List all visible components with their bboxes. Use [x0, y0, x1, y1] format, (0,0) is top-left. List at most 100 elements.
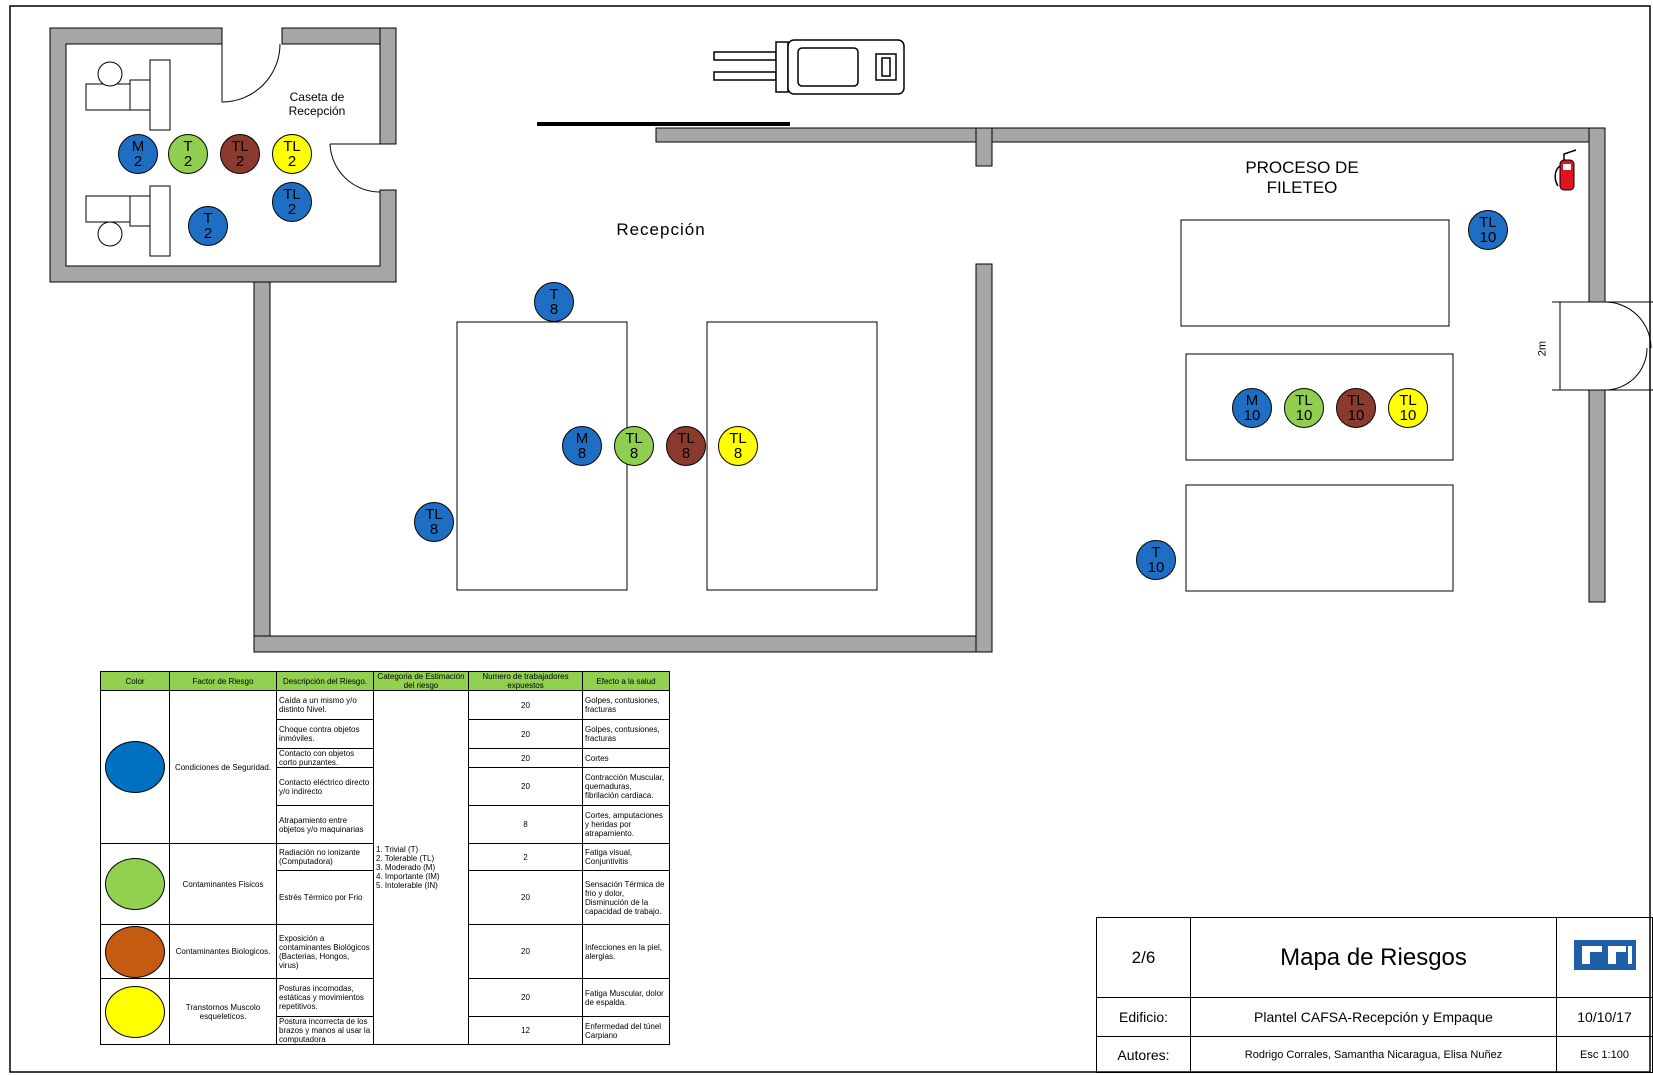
health-effect: Golpes, contusiones, fracturas — [582, 690, 670, 720]
exposed-count: 20 — [468, 690, 583, 720]
col-header: Factor de Riesgo — [169, 671, 277, 691]
risk-desc: Caída a un mismo y/o distinto Nivel. — [276, 690, 374, 720]
filleting-label: PROCESO DE FILETEO — [1245, 158, 1359, 198]
risk-desc: Choque contra objetos inmóviles. — [276, 719, 374, 749]
col-header: Categoria de Estimación del riesgo — [373, 671, 469, 691]
risk-table-header: Color Factor de Riesgo Descripción del R… — [100, 671, 670, 691]
risk-desc: Contacto eléctrico directo y/o indirecto — [276, 767, 374, 806]
booth-label: Caseta de Recepción — [288, 90, 346, 119]
reception-label: Recepción — [616, 220, 706, 239]
drawing-scale: Esc 1:100 — [1556, 1036, 1653, 1073]
door-width-label: 2m — [1536, 340, 1549, 357]
building-value: Plantel CAFSA-Recepción y Empaque — [1190, 997, 1557, 1037]
exposed-count: 20 — [468, 719, 583, 749]
table-row: Atrapamiento entre objetos y/o maquinari… — [101, 805, 670, 844]
risk-color-swatch — [105, 741, 165, 793]
col-header: Descripción del Riesgo. — [276, 671, 374, 691]
table-row: Condiciones de Seguridad. Caída a un mis… — [100, 690, 670, 1045]
building-walls — [253, 127, 1606, 653]
table-row: Contacto con objetos corto punzantes. 20… — [101, 748, 670, 768]
health-effect: Fatiga Muscular, dolor de espalda. — [582, 978, 670, 1017]
university-logo-icon — [1573, 940, 1636, 970]
table-row: Postura incorrecta de los brazos y manos… — [101, 1016, 670, 1045]
exposed-count: 12 — [468, 1016, 583, 1045]
risk-factor: Contaminantes Biologicos. — [169, 924, 277, 979]
sheet-number: 2/6 — [1096, 917, 1191, 998]
color-swatch-cell — [100, 978, 170, 1045]
health-effect: Contracción Muscular, quemaduras, fibril… — [582, 767, 670, 806]
health-effect: Cortes, amputaciones y heridas por atrap… — [582, 805, 670, 844]
table-row: Choque contra objetos inmóviles. 20 Golp… — [101, 719, 670, 749]
exposed-count: 20 — [468, 767, 583, 806]
booth-walls — [49, 27, 397, 283]
drawing-date: 10/10/17 — [1556, 997, 1653, 1037]
risk-category: 1. Trivial (T) 2. Tolerable (TL) 3. Mode… — [373, 690, 469, 1045]
health-effect: Golpes, contusiones, fracturas — [582, 719, 670, 749]
exposed-count: 2 — [468, 843, 583, 871]
reception-tables — [456, 321, 878, 591]
exposed-count: 20 — [468, 870, 583, 925]
drawing-title: Mapa de Riesgos — [1190, 917, 1557, 998]
health-effect: Fatiga visual, Conjuntivitis — [582, 843, 670, 871]
risk-desc: Radiación no ionizante (Computadora) — [276, 843, 374, 871]
table-row: Estrés Térmico por Frio 20 Sensación Tér… — [101, 870, 670, 925]
health-effect: Enfermedad del túnel Carpiano — [582, 1016, 670, 1045]
logo-cell — [1556, 917, 1653, 998]
risk-desc: Postura incorrecta de los brazos y manos… — [276, 1016, 374, 1045]
exposed-count: 20 — [468, 924, 583, 979]
risk-desc: Posturas incomodas, estáticas y movimien… — [276, 978, 374, 1017]
risk-factor: Transtornos Muscolo esqueleticos. — [169, 978, 277, 1045]
forklift-icon — [713, 39, 905, 95]
col-header: Efecto a la salud — [582, 671, 670, 691]
authors-value: Rodrigo Corrales, Samantha Nicaragua, El… — [1190, 1036, 1557, 1073]
booth-doors — [221, 43, 381, 193]
risk-desc: Atrapamiento entre objetos y/o maquinari… — [276, 805, 374, 844]
color-swatch-cell — [100, 690, 170, 844]
title-block: 2/6 Mapa de Riesgos Edificio: Plantel CA… — [1096, 917, 1653, 1073]
risk-desc: Contacto con objetos corto punzantes. — [276, 748, 374, 768]
risk-color-swatch — [105, 858, 165, 910]
risk-desc: Exposición a contaminantes Biológicos (B… — [276, 924, 374, 979]
exposed-count: 20 — [468, 748, 583, 768]
risk-color-swatch — [105, 985, 165, 1038]
authors-label: Autores: — [1096, 1036, 1191, 1073]
table-row: Contaminantes Biologicos. Exposición a c… — [100, 924, 670, 979]
risk-factor: Condiciones de Seguridad. — [169, 690, 277, 844]
health-effect: Infecciones en la piel, alergias. — [582, 924, 670, 979]
color-swatch-cell — [100, 924, 170, 979]
risk-table: Color Factor de Riesgo Descripción del R… — [100, 671, 670, 1045]
exposed-count: 8 — [468, 805, 583, 844]
drawing-border — [9, 5, 1651, 1073]
col-header: Numero de trabajadores expuestos — [468, 671, 583, 691]
filleting-door — [1552, 301, 1653, 391]
booth-furniture — [85, 59, 171, 257]
col-header: Color — [100, 671, 170, 691]
building-label: Edificio: — [1096, 997, 1191, 1037]
health-effect: Cortes — [582, 748, 670, 768]
exposed-count: 20 — [468, 978, 583, 1017]
risk-factor: Contaminantes Fisicos — [169, 843, 277, 925]
color-swatch-cell — [100, 843, 170, 925]
risk-desc: Estrés Térmico por Frio — [276, 870, 374, 925]
health-effect: Sensación Térmica de frio y dolor, Dismi… — [582, 870, 670, 925]
risk-color-swatch — [105, 925, 165, 978]
table-row: Contaminantes Fisicos Radiación no ioniz… — [100, 843, 670, 925]
fire-extinguisher-icon — [1554, 149, 1577, 191]
